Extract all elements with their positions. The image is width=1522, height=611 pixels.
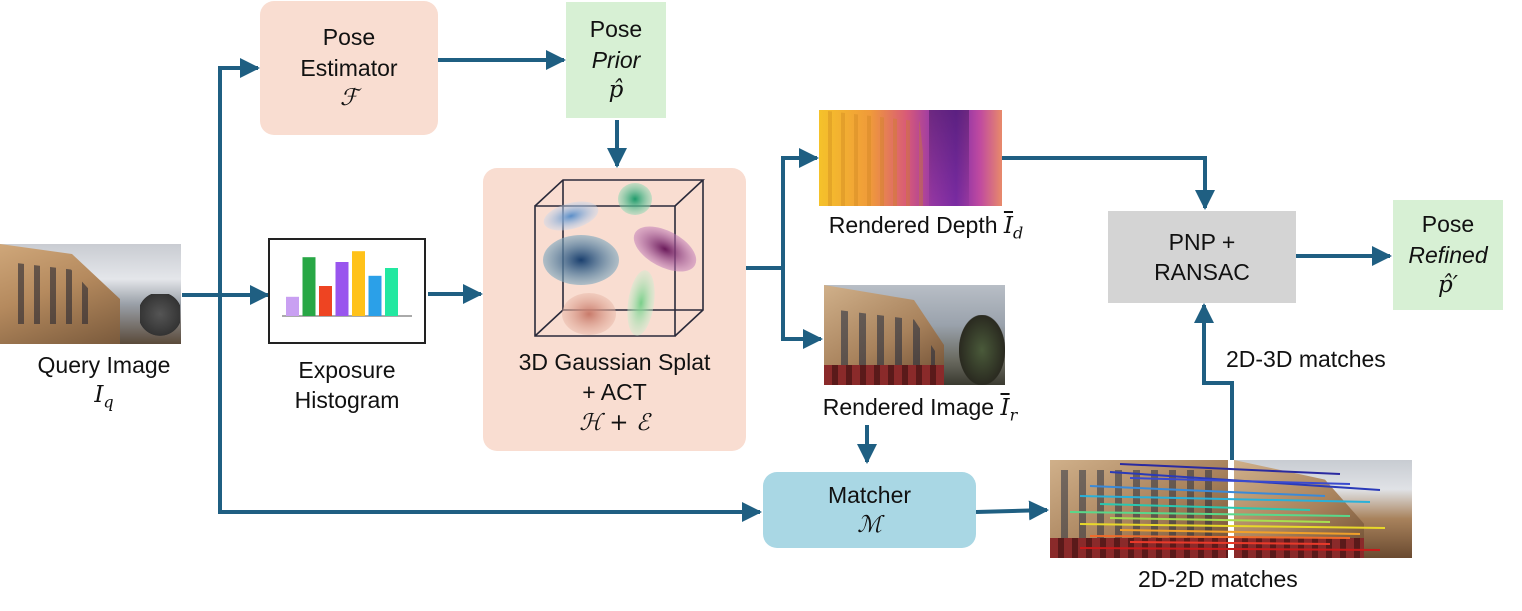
histogram-bar-2 (302, 257, 316, 316)
rendered-image-text: Rendered Image (822, 394, 995, 420)
histogram-label: Exposure Histogram (268, 355, 426, 416)
rendered-image-thumbnail (824, 285, 1005, 385)
exposure-histogram-frame (268, 238, 426, 344)
pose-estimator-symbol: ℱ (339, 85, 359, 112)
pose-estimator-line1: Pose (322, 24, 376, 51)
gaussian-cube-graphic (533, 179, 705, 337)
pose-prior-symbol: p̂ (608, 77, 624, 104)
matches-2d-label: 2D-2D matches (1138, 566, 1298, 592)
matcher-symbol: ℳ (857, 512, 882, 538)
query-image-thumbnail (0, 244, 181, 344)
histogram-bar-4 (335, 262, 349, 316)
pose-prior-line2: Prior (591, 46, 641, 73)
arrow-branch-to-estimator (218, 58, 260, 295)
arrow-splat-to-depth (781, 148, 819, 268)
query-image-text: Query Image (37, 352, 171, 378)
rendered-image-label: Rendered Image Ir (800, 392, 1040, 426)
arrow-branch-to-matcher (218, 295, 762, 522)
rendered-depth-label: Rendered Depth Id (806, 210, 1046, 244)
arrow-splat-to-render (781, 268, 823, 349)
rendered-depth-thumbnail (819, 110, 1002, 206)
pose-estimator-box: Pose Estimator ℱ (260, 1, 438, 135)
pose-refined-line2: Refined (1408, 241, 1488, 268)
gaussian-splat-line1: 3D Gaussian Splat (518, 349, 711, 375)
match-lines (1069, 463, 1386, 551)
histogram-line2: Histogram (294, 387, 400, 414)
pose-refined-line1: Pose (1421, 211, 1475, 238)
histogram-bar-3 (319, 286, 332, 316)
pose-refined-box: Pose Refined p̂′ (1393, 200, 1503, 310)
pnp-line1: PNP + (1168, 228, 1236, 255)
matches-2d-thumbnail (1050, 460, 1412, 558)
pose-prior-box: Pose Prior p̂ (566, 2, 666, 118)
matcher-box: Matcher ℳ (763, 472, 976, 548)
matcher-line1: Matcher (827, 481, 912, 508)
pose-estimator-line2: Estimator (300, 54, 398, 81)
histogram-bar-6 (368, 275, 382, 316)
query-image-label: Query Image Iq (14, 350, 194, 413)
rendered-depth-text: Rendered Depth (828, 212, 998, 238)
histogram-bar-1 (286, 296, 299, 316)
pnp-line2: RANSAC (1154, 259, 1250, 285)
matches-3d-label: 2D-3D matches (1226, 346, 1386, 372)
rendered-image-symbol: Ir (1000, 395, 1018, 425)
arrow-matches-to-pnp (1194, 303, 1234, 460)
rendered-depth-symbol: Id (1003, 213, 1024, 243)
gaussian-splat-box: 3D Gaussian Splat + ACT ℋ + ℰ (483, 168, 746, 451)
arrow-matcher-to-matches (975, 500, 1049, 521)
histogram-chart (282, 251, 412, 317)
gaussian-splat-symbol: ℋ + ℰ (579, 409, 650, 436)
query-image-symbol: Iq (94, 382, 114, 412)
pose-refined-symbol: p̂′ (1438, 272, 1458, 299)
pnp-ransac-box: PNP + RANSAC (1108, 211, 1296, 303)
histogram-bar-5 (352, 251, 365, 316)
gaussian-splat-line2: + ACT (582, 379, 647, 406)
pose-prior-line1: Pose (589, 16, 643, 43)
histogram-line1: Exposure (298, 357, 396, 383)
arrow-depth-to-pnp (1002, 156, 1215, 210)
histogram-bar-7 (385, 268, 398, 316)
